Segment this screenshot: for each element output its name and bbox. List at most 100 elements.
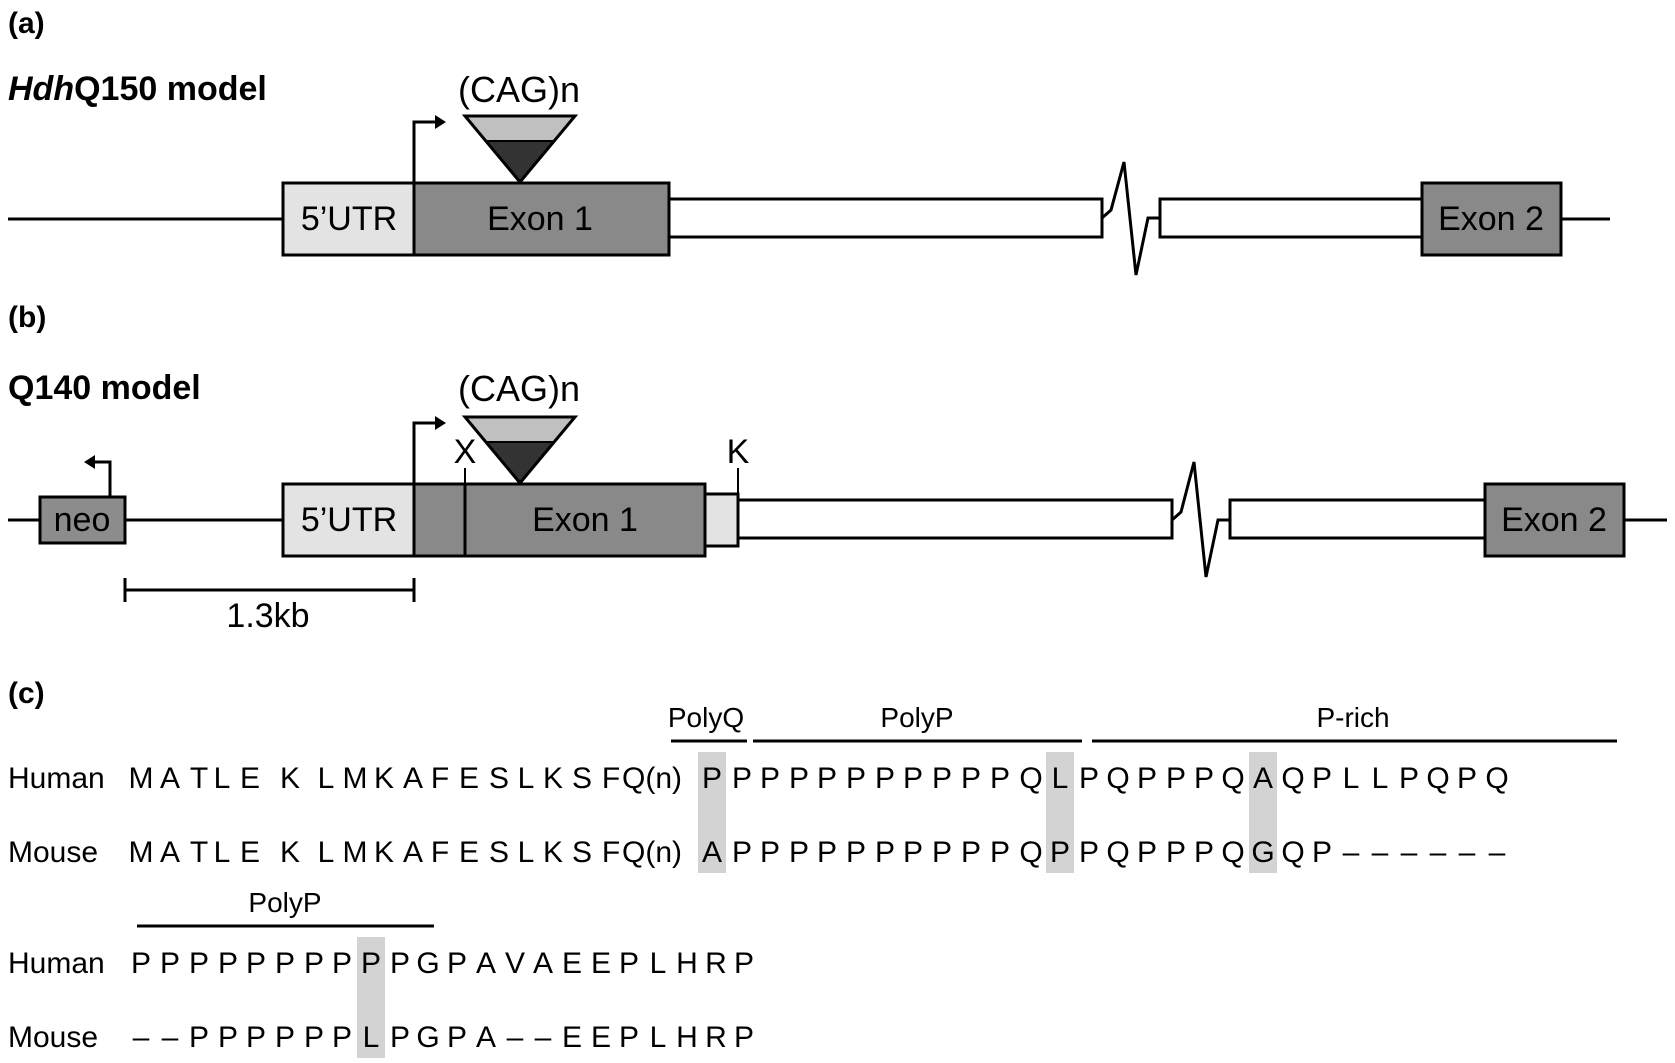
human-line2-residue: P [734,947,754,980]
mouse-line1-residue: P [990,836,1010,869]
row1-human-label: Human [8,762,105,795]
panel-b-cag-bottom [486,442,554,483]
human-line1-residue: L [318,762,335,795]
panel-b-small-light-box [703,492,740,548]
mouse-line1-residue: M [343,836,368,869]
human-line1-residue: P [1399,762,1419,795]
region-polyp2-label: PolyP [248,887,321,918]
mouse-line2-residue: A [476,1021,496,1054]
human-line2-residue: P [246,947,266,980]
human-line1-residue: E [459,762,479,795]
human-line1-residue: P [875,762,895,795]
mouse-line1-residue: – [1343,836,1360,869]
panel-a-intron-box-right [1158,197,1424,239]
human-line2-residue: A [533,947,553,980]
panel-a-utr-label: 5’UTR [301,200,397,238]
human-line1-residue: P [1137,762,1157,795]
human-line1-residue: F [431,762,449,795]
panel-a-tss-arrowhead [435,115,446,129]
panel-a-exon1-label: Exon 1 [487,200,593,238]
mouse-line2-residue: P [304,1021,324,1054]
mouse-line1-residue: A [403,836,423,869]
panel-b-neo-arrow [93,460,112,497]
panel-c-label: (c) [8,677,45,710]
mouse-line1-residue: S [489,836,509,869]
panel-b-tss-arrowhead [435,416,446,430]
panel-b-cag-triangle [461,415,579,486]
mouse-line1-residue: – [1489,836,1506,869]
mouse-line1-residue: K [280,836,300,869]
human-line2-residue: A [476,947,496,980]
mouse-line2-residue: P [275,1021,295,1054]
human-line2-residue: P [361,947,381,980]
human-line1-residue: L [1372,762,1389,795]
mouse-line1-residue: P [760,836,780,869]
mouse-line1-residue: L [214,836,231,869]
human-line1-residue: M [343,762,368,795]
panel-a-cag-label: (CAG)n [458,69,580,110]
mouse-line1-residue: F [602,836,620,869]
human-line2-residue: P [131,947,151,980]
mouse-line1-residue: P [732,836,752,869]
human-line1-residue: S [572,762,592,795]
row2-human-label: Human [8,947,105,980]
human-line1-residue: P [732,762,752,795]
panel-b-utr-label: 5’UTR [301,501,397,539]
panel-a-tss-arrow [412,120,437,183]
human-line1-residue: Q [1106,762,1129,795]
human-line1-residue: Q [1485,762,1508,795]
mouse-line1-residue: Q [1019,836,1042,869]
human-line1-residue: Q [1221,762,1244,795]
mouse-line1-residue: P [903,836,923,869]
mouse-line2-residue: – [162,1021,179,1054]
mouse-line2-residue: E [591,1021,611,1054]
mouse-line1-residue: F [431,836,449,869]
human-line1-residue: P [1166,762,1186,795]
human-line2-residue: P [218,947,238,980]
mouse-line1-residue: P [846,836,866,869]
panel-a-intron-box-left [667,197,1104,239]
mouse-line1-residue: P [875,836,895,869]
mouse-line1-residue: E [240,836,260,869]
mouse-line1-residue: K [374,836,394,869]
mouse-line1-residue: L [518,836,535,869]
human-line2-residue: E [562,947,582,980]
mouse-line1-residue: P [1312,836,1332,869]
human-line1-residue: T [190,762,208,795]
panel-a-model-title: HdhQ150 model [8,70,267,108]
human-line1-residue: F [602,762,620,795]
mouse-line1-residue: – [1401,836,1418,869]
human-line2-residue: P [160,947,180,980]
panel-a-exon2-box [1420,181,1563,257]
mouse-line1-residue: P [817,836,837,869]
mouse-line2-residue: H [676,1021,698,1054]
human-line1-residue: Q [1281,762,1304,795]
mouse-line2-residue: P [734,1021,754,1054]
mouse-line1-residue: K [543,836,563,869]
mouse-line1-residue: Q [1281,836,1304,869]
row1-mouse-label: Mouse [8,836,98,869]
region-prich-label: P-rich [1316,702,1389,733]
human-line1-residue: M [129,762,154,795]
mouse-line1-residue: Q [1221,836,1244,869]
mouse-line1-residue: P [1194,836,1214,869]
panel-b-model-title: Q140 model [8,369,201,407]
panel-b-tss-arrow [412,421,437,484]
human-line1-residue: P [846,762,866,795]
mouse-line2-residue: L [363,1021,380,1054]
human-line2-residue: P [390,947,410,980]
human-line2-residue: P [447,947,467,980]
human-line2-residue: R [705,947,727,980]
mouse-line2-residue: P [246,1021,266,1054]
human-line2-residue: G [416,947,439,980]
human-line1-residue: P [702,762,722,795]
human-line1-residue: S [489,762,509,795]
human-line1-residue: P [789,762,809,795]
mouse-line1-residue: A [702,836,722,869]
human-line1-residue: P [817,762,837,795]
panel-b-scale-label: 1.3kb [226,597,309,635]
human-line1-residue: A [160,762,180,795]
